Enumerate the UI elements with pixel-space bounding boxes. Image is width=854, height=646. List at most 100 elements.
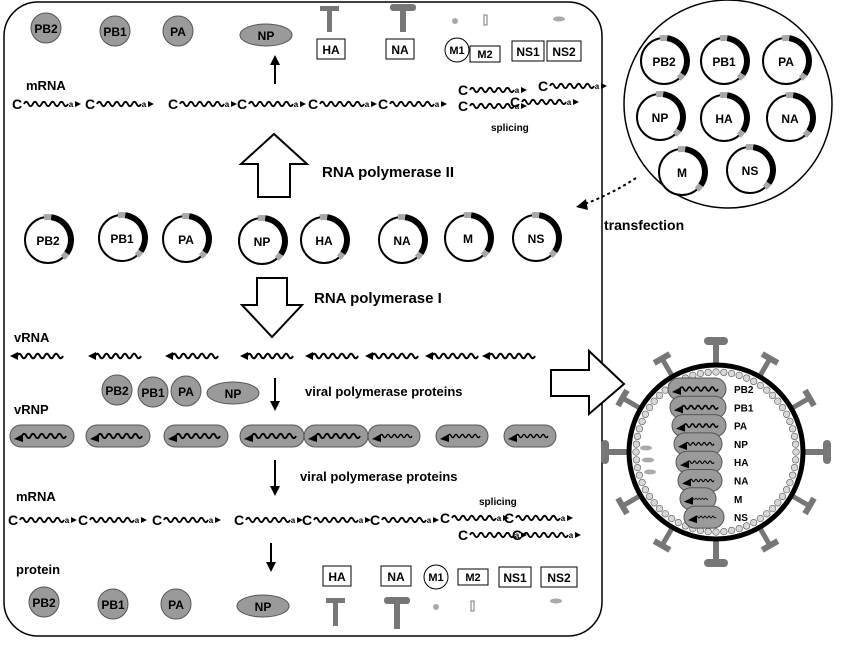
protein-pb1-bottom-label: PB1	[101, 598, 125, 612]
protein-np-bottom	[236, 594, 290, 618]
vrnp-pb2	[9, 424, 75, 448]
virion-vrnp-ha	[675, 450, 723, 474]
virion-vrnp-m-label: M	[734, 495, 742, 506]
protein-pb2-top	[30, 12, 62, 44]
protein-pa-mid	[170, 375, 202, 407]
set-plasmid-pb2: PB2	[640, 34, 690, 85]
virion-ha-spike-icon	[790, 493, 817, 516]
protein-pb2-bottom-label: PB2	[32, 596, 56, 610]
set-plasmid-np-label: NP	[652, 111, 669, 125]
mrna-top-ha-cap: C	[308, 96, 318, 112]
mrna-bottom-ns-spliced-tail: a	[569, 531, 574, 540]
splicing-label-top: splicing	[491, 123, 529, 134]
protein-ns1-top	[511, 40, 545, 62]
mrna-top-pb2-cap: C	[12, 96, 22, 112]
mrna-bottom-m-spliced-cap: C	[458, 527, 468, 543]
vrnp-label: vRNP	[14, 402, 49, 417]
vrna-ha	[305, 352, 360, 360]
protein-pb1-top	[99, 15, 131, 47]
down-arrowhead-3	[266, 562, 276, 572]
protein-np-mid-label: NP	[225, 387, 242, 401]
cell-boundary	[3, 1, 603, 637]
mrna-bottom-pb1-tail: a	[135, 516, 140, 525]
set-plasmid-pb2-label: PB2	[652, 55, 676, 69]
protein-pb1-top-label: PB1	[103, 25, 127, 39]
set-plasmid-ns-label: NS	[742, 164, 759, 178]
virion-vrnp-pb2-label: PB2	[734, 385, 754, 396]
mrna-bottom-ha-tail: a	[359, 516, 364, 525]
plasmid-pa: PA	[162, 212, 212, 263]
plasmid-pb2: PB2	[24, 213, 74, 264]
mrna-top-ns-cap: C	[510, 94, 520, 110]
m1-icon-bottom	[433, 604, 439, 610]
virion-na-spike-icon	[704, 539, 728, 567]
protein-pb1-mid-label: PB1	[141, 386, 165, 400]
release-open-arrow	[550, 348, 626, 417]
virion-vrnp-np-label: NP	[734, 440, 748, 451]
mrna-bottom-na-tail: a	[427, 516, 432, 525]
ns-icon-bottom	[550, 598, 562, 604]
vrnp-np	[239, 424, 305, 448]
protein-m2-top-label: M2	[477, 49, 492, 61]
plasmid-pb1-label: PB1	[110, 232, 134, 246]
virion-ha-spike-icon	[615, 388, 642, 411]
protein-pa-mid-label: PA	[178, 385, 194, 399]
mrna-top-pa-cap: C	[168, 96, 178, 112]
virion-ns-icon	[642, 457, 654, 463]
set-plasmid-pb1-label: PB1	[712, 55, 736, 69]
plasmid-na-label: NA	[393, 234, 411, 248]
virion-ns-icon	[640, 445, 652, 451]
set-plasmid-na: NA	[766, 91, 816, 142]
plasmid-m-label: M	[463, 232, 473, 246]
mrna-bottom-m-tail: a	[497, 514, 502, 523]
viral-polymerase-proteins-label-2: viral polymerase proteins	[300, 469, 458, 484]
virion-ha-spike-icon	[652, 526, 675, 553]
protein-np-bottom-label: NP	[255, 600, 272, 614]
virion-ha-spike-icon	[615, 493, 642, 516]
plasmid-pa-label: PA	[178, 233, 194, 247]
protein-ha-top-label: HA	[322, 43, 340, 57]
m2-icon-bottom	[470, 600, 475, 612]
mrna-top-pb1-cap: C	[85, 96, 95, 112]
mrna-top-m-cap: C	[458, 98, 468, 114]
protein-pb2-bottom	[28, 586, 60, 618]
mrna-top-na-cap: C	[378, 96, 388, 112]
virion-ha-spike-icon	[790, 388, 817, 411]
na-spike-icon-bottom	[384, 597, 410, 629]
ha-spike-icon	[320, 6, 339, 32]
mrna-top-m-spliced-tail: a	[515, 86, 520, 95]
protein-pb2-top-label: PB2	[34, 22, 58, 36]
plasmid-ha: HA	[300, 213, 350, 264]
top-protein-row: PB2 PB1 PA NP HA NA M1 M2 NS1 NS2	[30, 4, 582, 63]
mrna-bottom-np-cap: C	[234, 512, 244, 528]
protein-pb1-mid	[137, 376, 169, 408]
na-spike-icon	[390, 4, 416, 32]
protein-pa-top	[162, 15, 194, 47]
set-plasmid-m: M	[658, 145, 708, 196]
mrna-bottom-pb1-cap: C	[78, 512, 88, 528]
plasmid-ha-label: HA	[315, 234, 333, 248]
protein-m2-bottom-label: M2	[465, 572, 480, 584]
virion-vrnp-pb1	[669, 395, 727, 419]
mrna-bottom-pa-tail: a	[209, 516, 214, 525]
protein-ns2-bottom-label: NS2	[547, 571, 571, 585]
plasmid-ns: NS	[512, 211, 562, 262]
plasmid-na: NA	[378, 213, 428, 264]
mrna-bottom-m-spliced-tail: a	[515, 531, 520, 540]
protein-pa-bottom-label: PA	[168, 598, 184, 612]
plasmid-np-label: NP	[254, 235, 271, 249]
mrna-top-pb1-tail: a	[142, 100, 147, 109]
